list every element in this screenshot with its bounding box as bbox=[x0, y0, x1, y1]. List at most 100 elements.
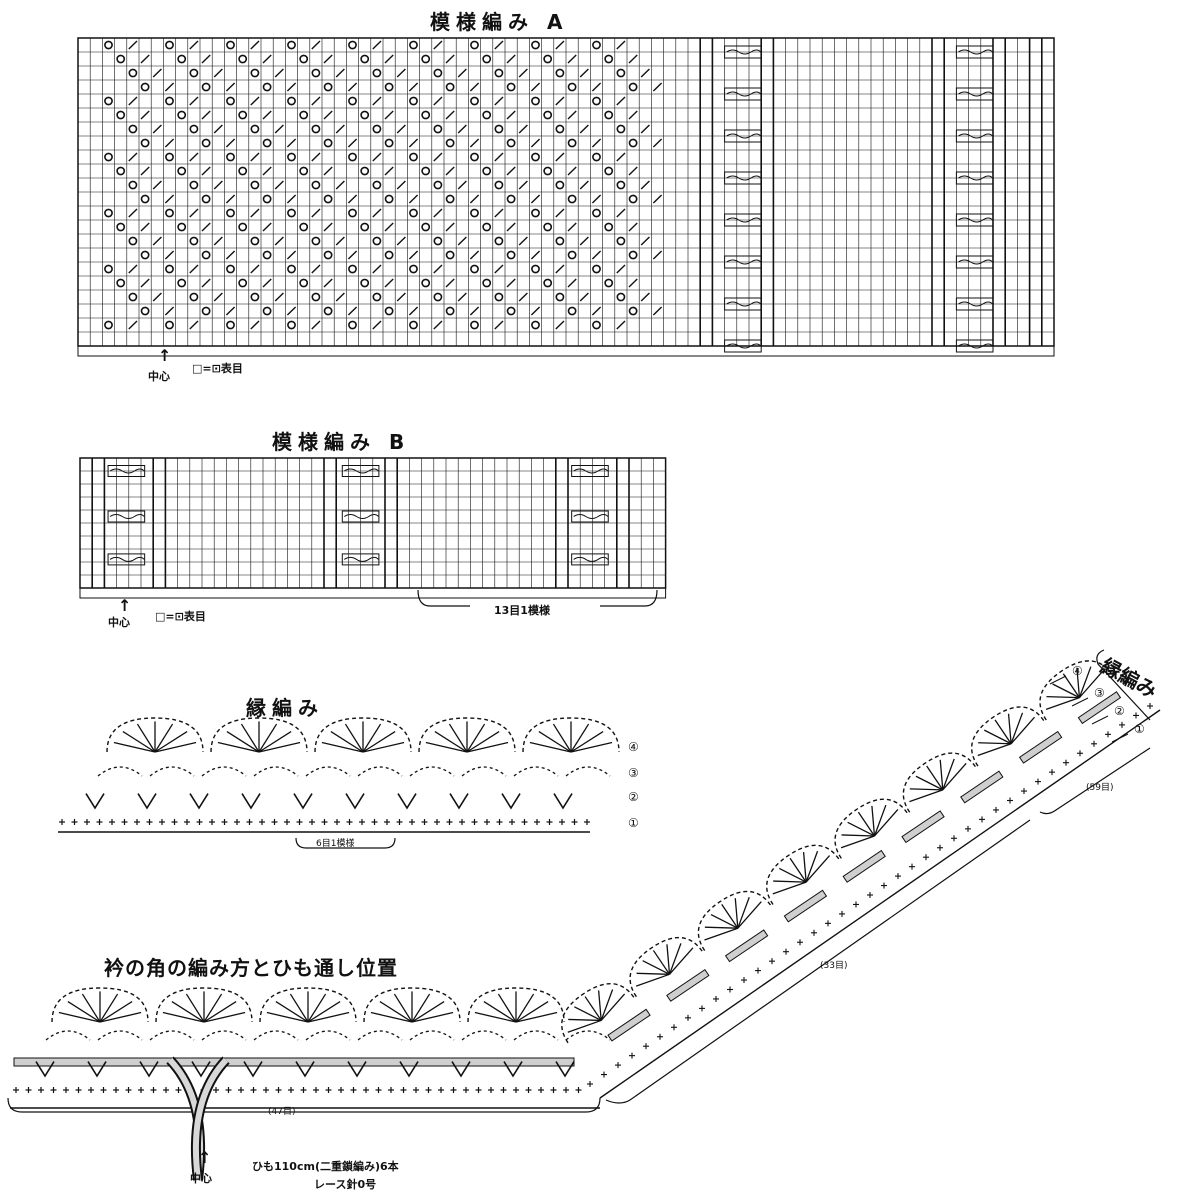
chart-a-yarn-over-symbol bbox=[104, 96, 113, 106]
edging-diag-shell-stitch bbox=[909, 788, 943, 791]
chart-a-decrease-symbol bbox=[579, 292, 589, 302]
chart-a-yarn-over-symbol bbox=[506, 194, 516, 204]
chart-a-decrease-symbol bbox=[494, 152, 504, 162]
edging-diag-shell-group bbox=[766, 844, 840, 905]
chart-a-yarn-over-symbol bbox=[482, 278, 492, 288]
chart-a-decrease-symbol bbox=[225, 250, 236, 260]
chart-a-decrease-symbol bbox=[286, 138, 297, 148]
chart-a-decrease-symbol bbox=[262, 166, 272, 176]
chart-a-yarn-over-symbol bbox=[177, 54, 187, 64]
chart-a-yarn-over-symbol bbox=[177, 110, 187, 120]
collar-shell-stitch bbox=[203, 1011, 246, 1023]
chart-a-decrease-symbol bbox=[189, 208, 199, 218]
edging-shell-stitch bbox=[122, 730, 156, 753]
chart-a-decrease-symbol bbox=[311, 40, 321, 50]
chart-a-yarn-over-symbol bbox=[592, 320, 601, 330]
chart-a-cable-wiggle bbox=[958, 217, 993, 223]
edging-diag-shell-stitch bbox=[600, 989, 614, 1021]
edging-v-stitch bbox=[293, 793, 313, 810]
chart-a-cable-wiggle bbox=[958, 301, 993, 307]
chart-a-yarn-over-symbol bbox=[323, 306, 333, 316]
chart-a-decrease-symbol bbox=[213, 180, 223, 190]
edging-diag-cord-channel bbox=[960, 770, 1004, 804]
edging-repeat-bracket bbox=[295, 837, 396, 849]
edging-diag-shell-stitch bbox=[926, 765, 944, 791]
chart-a-decrease-symbol bbox=[250, 264, 260, 274]
edging-shell-stitch bbox=[362, 741, 405, 753]
chart-a-decrease-symbol bbox=[274, 180, 284, 190]
chart-a-yarn-over-symbol bbox=[445, 82, 455, 92]
edging-shell-stitch bbox=[258, 730, 292, 753]
chart-b-cable-wiggle bbox=[109, 556, 145, 562]
chart-a-decrease-symbol bbox=[445, 278, 455, 288]
chart-a-yarn-over-symbol bbox=[262, 138, 272, 148]
collar-center-arrow-icon: ↑ bbox=[198, 1148, 212, 1167]
chart-a-decrease-symbol bbox=[469, 138, 480, 148]
collar-shell-stitch bbox=[307, 993, 327, 1023]
chart-a-decrease-symbol bbox=[250, 208, 260, 218]
chart-a-yarn-over-symbol bbox=[311, 180, 321, 190]
chart-a-yarn-over-symbol bbox=[238, 166, 248, 176]
chart-a-yarn-over-symbol bbox=[470, 320, 479, 330]
edging-diag-shell-arc bbox=[1039, 660, 1114, 721]
edging-shell-arc bbox=[522, 717, 620, 753]
chart-a-cable-wiggle bbox=[726, 343, 762, 349]
chart-a-decrease-symbol bbox=[652, 306, 663, 316]
chart-a-decrease-symbol bbox=[335, 236, 345, 246]
chart-a-yarn-over-symbol bbox=[104, 152, 113, 162]
edging-shell-stitch bbox=[552, 723, 572, 753]
collar-cord-note-1: ひも110cm(二重鎖編み)6本 bbox=[252, 1160, 399, 1173]
chart-a-cable-symbol bbox=[955, 45, 994, 59]
chart-a-decrease-symbol bbox=[140, 278, 150, 288]
edging-diag-shell-stitch bbox=[805, 855, 831, 883]
chart-b-cable-wiggle bbox=[344, 514, 379, 519]
chart-b-cable-symbol bbox=[107, 553, 146, 566]
chart-a-yarn-over-symbol bbox=[323, 250, 333, 260]
edging-diag-shell-stitch bbox=[978, 742, 1012, 745]
chart-a-decrease-symbol bbox=[567, 54, 577, 64]
chart-a-yarn-over-symbol bbox=[299, 222, 309, 232]
collar-v-stitch bbox=[295, 1061, 315, 1078]
edging-diag-shell-stitch bbox=[977, 743, 1012, 757]
edging-shell-stitch bbox=[362, 723, 382, 753]
chart-a-yarn-over-symbol bbox=[238, 222, 248, 232]
chart-a-decrease-symbol bbox=[262, 222, 272, 232]
edging-v-stitch bbox=[501, 793, 521, 810]
chart-a-yarn-over-symbol bbox=[128, 236, 138, 246]
chart-a-yarn-over-symbol bbox=[421, 54, 431, 64]
chart-a-decrease-symbol bbox=[189, 320, 199, 330]
chart-a-decrease-symbol bbox=[384, 222, 394, 232]
collar-shell-stitch bbox=[411, 993, 431, 1023]
chart-a-yarn-over-symbol bbox=[201, 306, 211, 316]
chart-a-yarn-over-symbol bbox=[299, 110, 309, 120]
collar-chain-arc bbox=[45, 1030, 91, 1041]
collar-shell-stitch bbox=[58, 1011, 101, 1023]
chart-a-legend: □=⊡表目 bbox=[192, 362, 243, 375]
chart-a-yarn-over-symbol bbox=[348, 208, 357, 218]
chart-a-decrease-symbol bbox=[335, 124, 345, 134]
chart-a-decrease-symbol bbox=[494, 320, 504, 330]
chart-a-decrease-symbol bbox=[433, 96, 443, 106]
chart-b-cable-symbol bbox=[341, 510, 380, 523]
chart-b-cable-wiggle bbox=[573, 468, 609, 474]
chart-a-yarn-over-symbol bbox=[189, 292, 199, 302]
chart-a-yarn-over-symbol bbox=[592, 96, 601, 106]
edging-v-stitch bbox=[449, 793, 469, 810]
chart-a-decrease-symbol bbox=[384, 54, 394, 64]
chart-a-yarn-over-symbol bbox=[201, 138, 211, 148]
chart-a-decrease-symbol bbox=[372, 96, 382, 106]
chart-a-yarn-over-symbol bbox=[470, 208, 479, 218]
chart-a-yarn-over-symbol bbox=[628, 194, 638, 204]
edging-diag-shell-group bbox=[561, 982, 635, 1044]
collar-v-stitch bbox=[243, 1061, 263, 1078]
chart-a-yarn-over-symbol bbox=[531, 264, 540, 274]
edging-shell-stitch bbox=[136, 723, 156, 753]
chart-b-cable-wiggle bbox=[344, 556, 379, 562]
chart-a-decrease-symbol bbox=[152, 236, 162, 246]
chart-a-decrease-symbol bbox=[506, 166, 516, 176]
chart-a-decrease-symbol bbox=[323, 54, 333, 64]
chart-a-yarn-over-symbol bbox=[177, 278, 187, 288]
edging-diag-shell-stitch bbox=[584, 996, 602, 1021]
chart-a-decrease-symbol bbox=[140, 54, 150, 64]
